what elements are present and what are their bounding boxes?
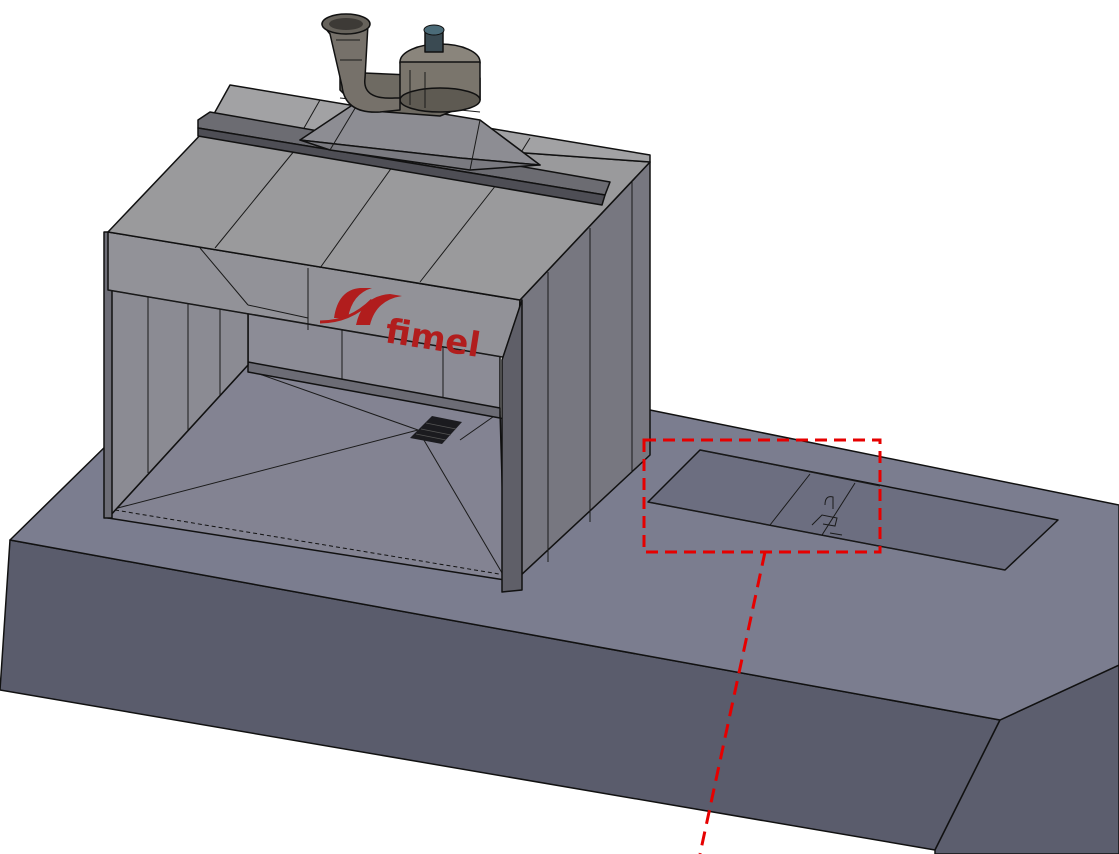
floor-grate	[410, 416, 462, 444]
highlight-box	[642, 438, 882, 554]
spray-booth: fimel	[103, 13, 651, 593]
callout-leader-line	[698, 551, 767, 854]
detail-callout	[642, 438, 882, 854]
exhaust-fan-icon	[321, 13, 481, 117]
fimel-logo-icon	[319, 288, 402, 325]
